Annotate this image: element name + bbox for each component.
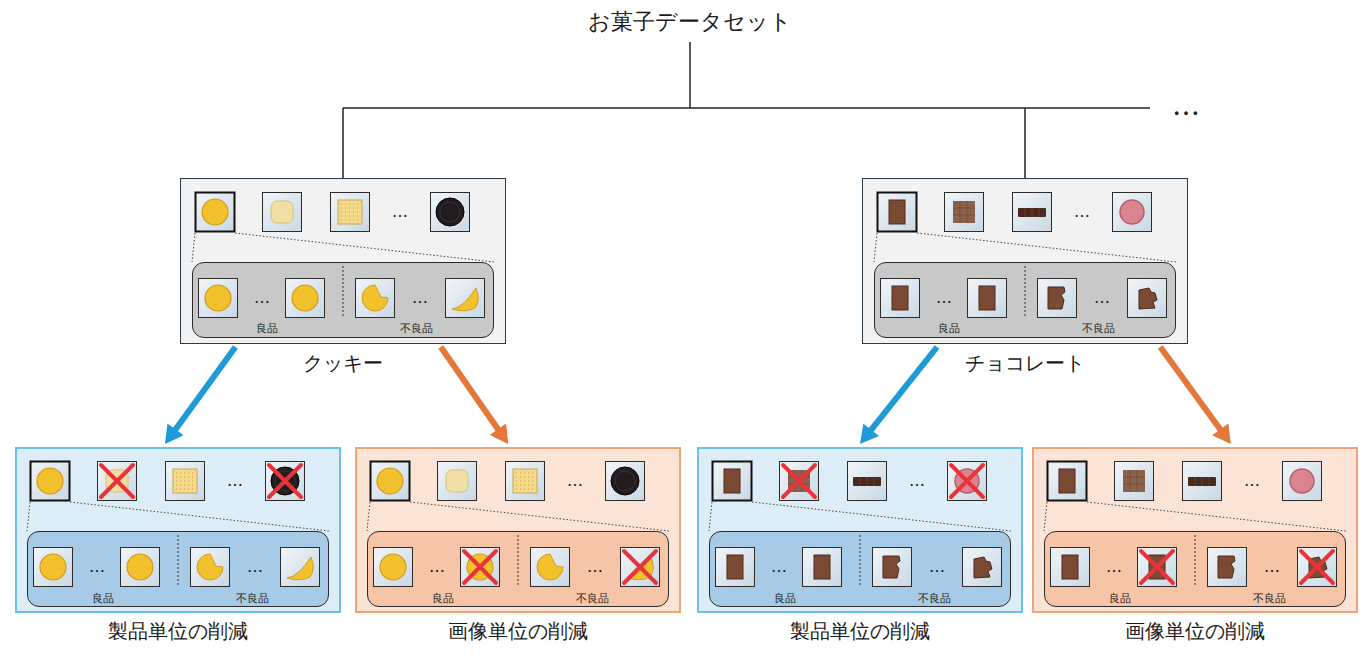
ellipsis-mark: …	[1106, 557, 1122, 576]
ellipsis-mark: …	[771, 557, 787, 576]
arrow-shaft	[871, 347, 937, 431]
arrow-shaft	[175, 347, 235, 430]
chocolate-thumbnails	[1044, 462, 1346, 588]
ellipsis-mark: …	[1264, 557, 1280, 576]
panel-heading: 画像単位の削減	[1125, 619, 1265, 643]
tree-line	[1024, 108, 1026, 178]
diagram-title: お菓子データセット	[588, 9, 792, 35]
ellipsis-mark: …	[929, 557, 945, 576]
quality-label: 不良品	[236, 592, 269, 605]
arrow-head	[860, 424, 879, 444]
ellipsis-mark: …	[567, 471, 583, 490]
quality-label: 不良品	[576, 592, 609, 605]
ellipsis-mark: …	[1172, 89, 1200, 123]
arrow-shaft	[1160, 347, 1221, 430]
ellipsis-mark: …	[392, 202, 408, 221]
panel-heading: チョコレート	[965, 351, 1085, 375]
quality-label: 不良品	[1082, 322, 1115, 335]
removed-mark	[101, 465, 133, 497]
quality-label: 不良品	[400, 322, 433, 335]
flow-arrow	[165, 347, 235, 444]
flow-arrow	[860, 347, 937, 444]
cookie-thumbnails	[192, 193, 494, 319]
ellipsis-mark: …	[247, 557, 263, 576]
quality-label: 良品	[432, 592, 454, 605]
chocolate-thumbnails	[874, 193, 1176, 319]
arrow-head	[490, 424, 508, 444]
ellipsis-mark: …	[1244, 471, 1260, 490]
panel-heading: 製品単位の削減	[108, 619, 248, 643]
arrow-head	[165, 424, 184, 444]
removed-mark	[1141, 551, 1173, 583]
quality-label: 不良品	[1253, 592, 1286, 605]
ellipsis-mark: …	[89, 557, 105, 576]
quality-label: 良品	[256, 322, 278, 335]
tree-lines	[343, 42, 1150, 178]
removed-mark	[1301, 551, 1333, 583]
ellipsis-mark: …	[412, 288, 428, 307]
ellipsis-mark: …	[936, 288, 952, 307]
quality-label: 良品	[938, 322, 960, 335]
flow-arrow	[441, 347, 508, 444]
removed-mark	[951, 465, 983, 497]
panel-heading: クッキー	[303, 351, 383, 375]
ellipsis-mark: …	[1074, 202, 1090, 221]
ellipsis-mark: …	[909, 471, 925, 490]
tree-line	[343, 107, 1150, 109]
cookie-thumbnails	[367, 462, 669, 588]
quality-label: 良品	[92, 592, 114, 605]
ellipsis-mark: …	[254, 288, 270, 307]
ellipsis-mark: …	[1094, 288, 1110, 307]
chocolate-thumbnails	[709, 462, 1011, 588]
removed-mark	[464, 551, 496, 583]
panel-heading: 画像単位の削減	[448, 619, 588, 643]
quality-label: 良品	[774, 592, 796, 605]
tree-line	[342, 108, 344, 178]
quality-label: 不良品	[918, 592, 951, 605]
removed-mark	[269, 465, 301, 497]
tree-line	[689, 42, 691, 108]
ellipsis-mark: …	[587, 557, 603, 576]
ellipsis-mark: …	[227, 471, 243, 490]
ellipsis-mark: …	[429, 557, 445, 576]
arrow-head	[1212, 424, 1231, 444]
cookie-thumbnails	[27, 462, 329, 588]
flow-arrow	[1160, 347, 1231, 444]
arrow-shaft	[441, 347, 499, 430]
panel-heading: 製品単位の削減	[790, 619, 930, 643]
removed-mark	[624, 551, 656, 583]
quality-label: 良品	[1109, 592, 1131, 605]
removed-mark	[783, 465, 815, 497]
